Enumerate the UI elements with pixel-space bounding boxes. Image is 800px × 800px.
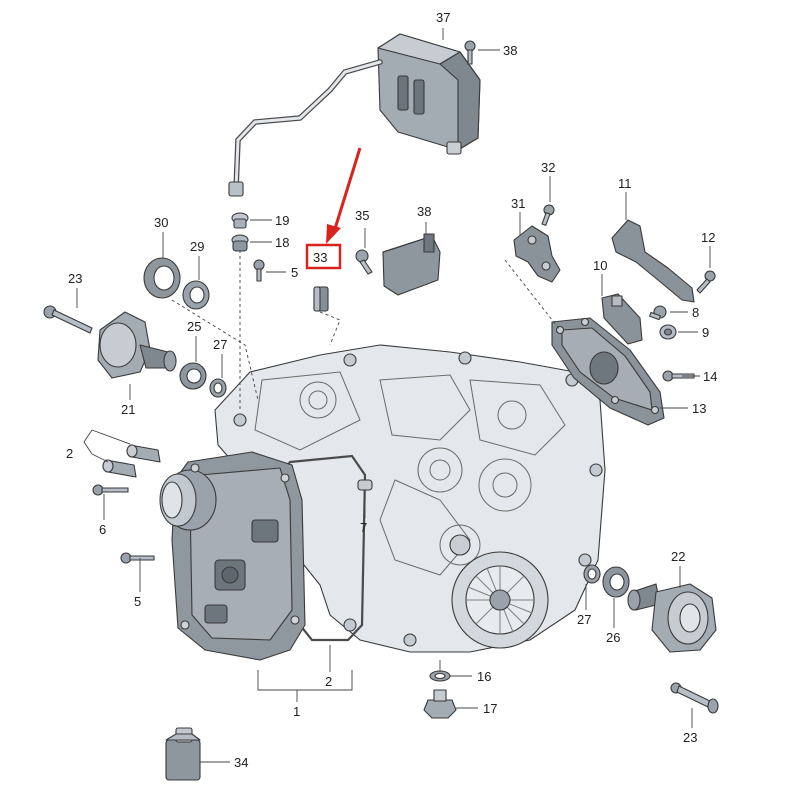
- part-label: 34: [234, 755, 248, 770]
- bolt: [355, 249, 373, 275]
- part-label: 38: [503, 43, 517, 58]
- bolt: [541, 204, 555, 226]
- part-label: 18: [275, 235, 289, 250]
- part-label: 37: [436, 10, 450, 25]
- part-label: 5: [134, 594, 141, 609]
- selector-lever: [513, 225, 561, 283]
- sensor: [601, 293, 643, 345]
- bolt: [670, 682, 719, 714]
- part-label: 31: [511, 196, 525, 211]
- highlight-arrow: [326, 147, 362, 244]
- part-label: 2: [66, 446, 73, 461]
- part-label: 16: [477, 669, 491, 684]
- part-label: 2: [325, 674, 332, 689]
- nut: [659, 324, 677, 340]
- part-label: 8: [692, 305, 699, 320]
- bolt: [464, 40, 476, 65]
- part-label: 23: [683, 730, 697, 745]
- part-label: 10: [593, 258, 607, 273]
- o-ring: [209, 378, 227, 398]
- bolt: [696, 270, 716, 294]
- part-label: 30: [154, 215, 168, 230]
- bolt: [649, 305, 667, 321]
- part-label: 38: [417, 204, 431, 219]
- part-label: 11: [618, 176, 632, 191]
- mechatronic-unit: [159, 451, 306, 661]
- part-label: 12: [701, 230, 715, 245]
- plug: [102, 444, 161, 478]
- sensor: [313, 286, 329, 312]
- bolt: [92, 484, 129, 496]
- part-label: 23: [68, 271, 82, 286]
- part-label: 26: [606, 630, 620, 645]
- bolt: [43, 305, 93, 334]
- part-label: 6: [99, 522, 106, 537]
- plug: [357, 479, 373, 491]
- part-label: 25: [187, 319, 201, 334]
- part-label: 9: [702, 325, 709, 340]
- part-label: 1: [293, 704, 300, 719]
- bracket: [611, 219, 695, 303]
- part-label: 33: [313, 250, 327, 265]
- oil-filter-housing: [228, 33, 481, 197]
- part-label: 27: [213, 337, 227, 352]
- part-label: 35: [355, 208, 369, 223]
- bolt: [253, 259, 265, 282]
- part-label: 13: [692, 401, 706, 416]
- drive-flange: [627, 583, 717, 653]
- o-ring: [583, 564, 601, 584]
- seal-ring: [179, 362, 207, 390]
- connector: [165, 727, 201, 781]
- part-label: 14: [703, 369, 717, 384]
- part-label: 22: [671, 549, 685, 564]
- cover-plate: [551, 317, 665, 426]
- bracket: [382, 233, 441, 296]
- leader-lines: [76, 28, 711, 763]
- seal-ring: [182, 280, 210, 310]
- part-label: 32: [541, 160, 555, 175]
- seal-ring: [602, 566, 630, 598]
- plug: [231, 212, 249, 229]
- bolt: [120, 552, 155, 564]
- washer: [429, 670, 451, 682]
- part-label: 19: [275, 213, 289, 228]
- cap: [231, 234, 249, 252]
- seal-ring: [143, 257, 181, 299]
- part-label: 7: [360, 520, 367, 535]
- part-labels: 37 38 19 18 5 30 29 23 25 27 21 2 6 5 35…: [66, 10, 717, 770]
- drive-flange: [97, 311, 177, 379]
- highlight-box: [305, 243, 342, 270]
- gearbox-housing: [214, 344, 606, 653]
- part-label: 21: [121, 402, 135, 417]
- drain-plug: [423, 689, 457, 719]
- part-label: 27: [577, 612, 591, 627]
- part-label: 29: [190, 239, 204, 254]
- part-label: 5: [291, 265, 298, 280]
- part-label: 17: [483, 701, 497, 716]
